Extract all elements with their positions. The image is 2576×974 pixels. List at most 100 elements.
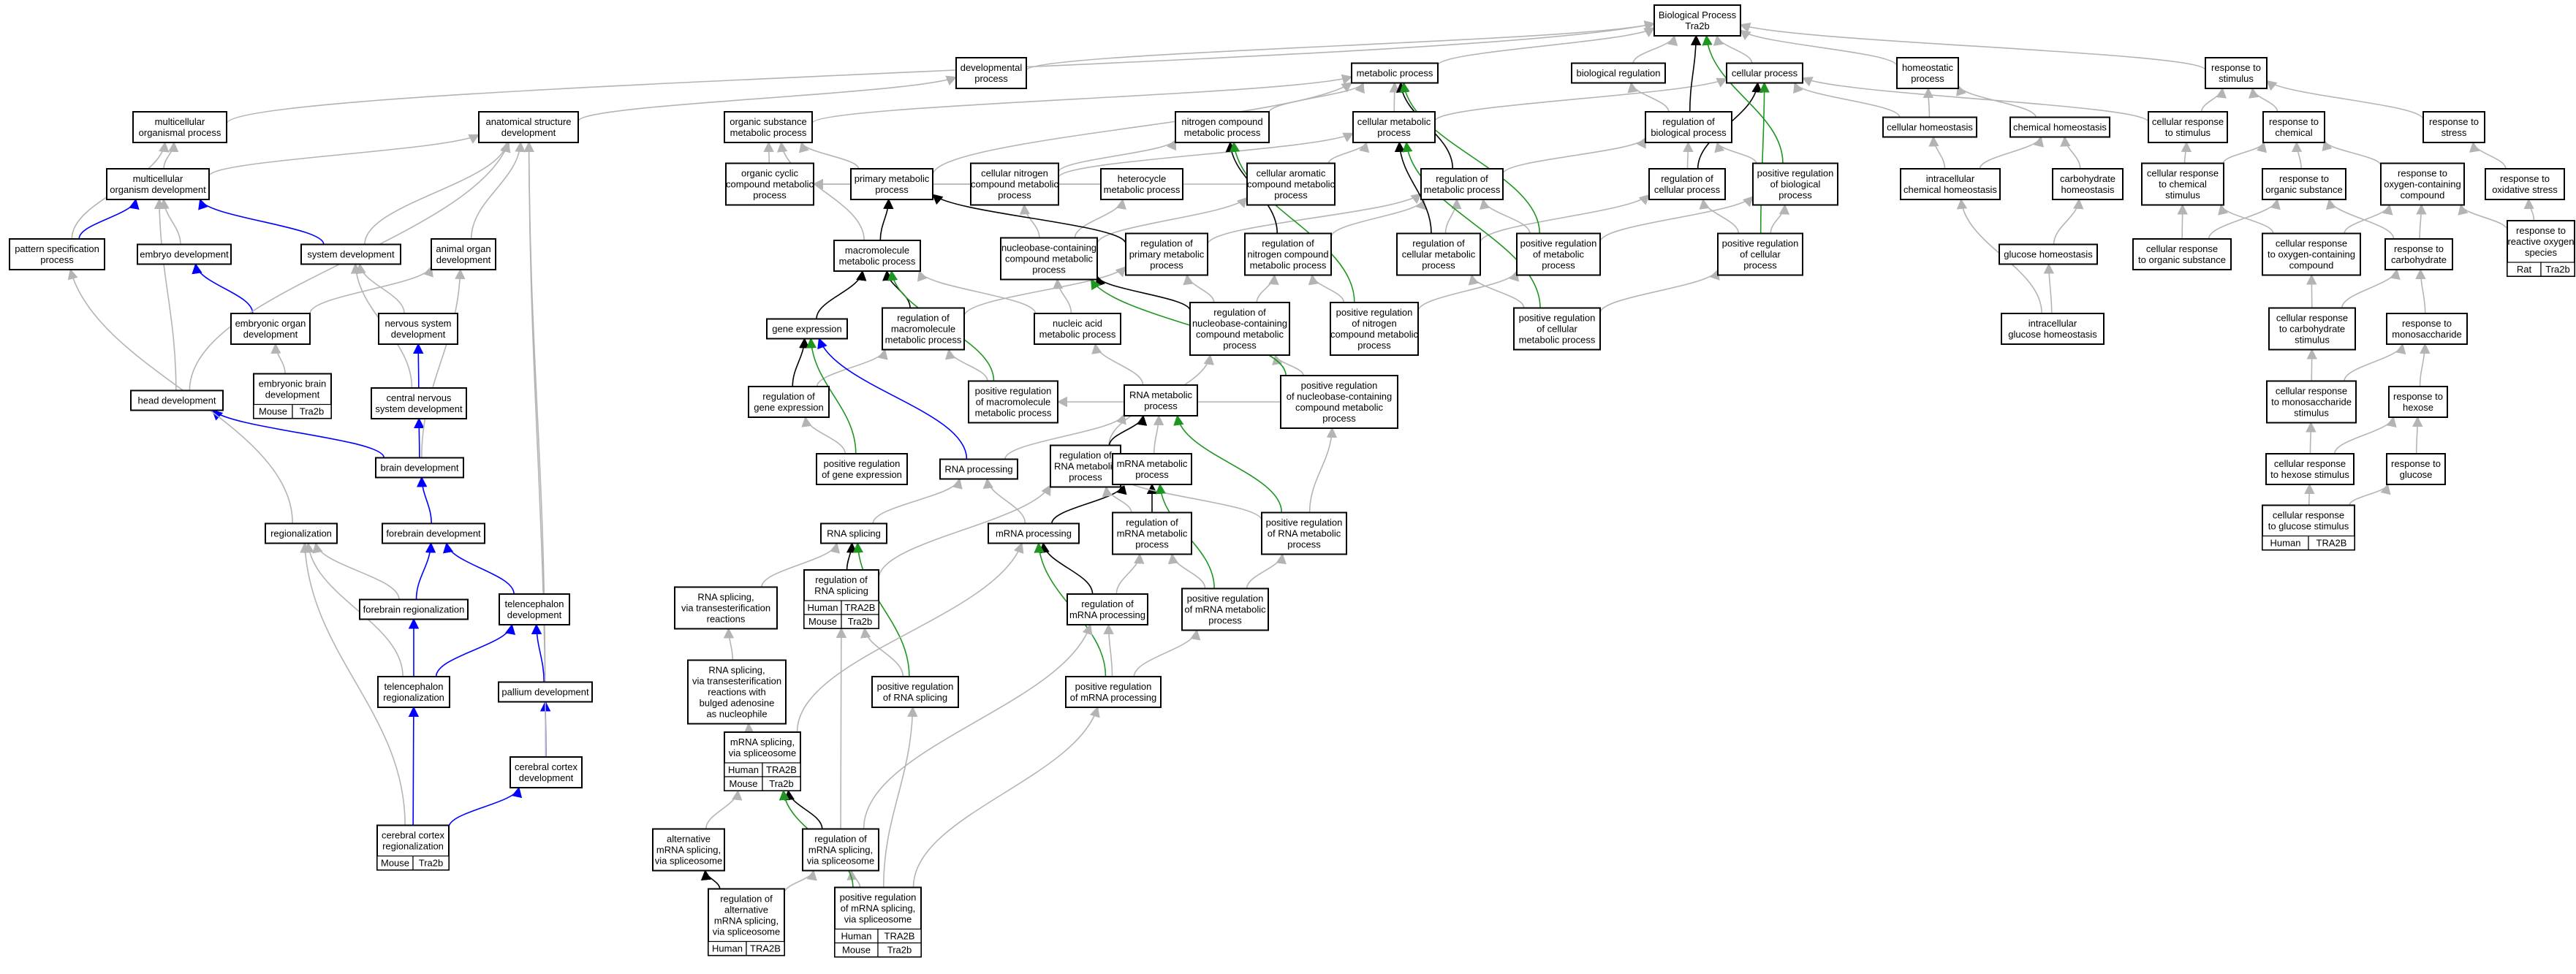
- go-term-chemhomeo[interactable]: chemical homeostasis: [2009, 116, 2110, 138]
- go-term-rnasplicebulged[interactable]: RNA splicing,via transesterificationreac…: [687, 659, 787, 725]
- go-term-regnuc[interactable]: regulation ofnucleobase-containingcompou…: [1189, 302, 1290, 356]
- go-term-glucosehomeo[interactable]: glucose homeostasis: [1999, 243, 2098, 265]
- go-term-rnaproc[interactable]: RNA processing: [939, 458, 1018, 480]
- go-term-sysdev[interactable]: system development: [300, 243, 401, 265]
- go-term-cellproc[interactable]: cellular process: [1726, 62, 1803, 84]
- go-term-bioreg[interactable]: biological regulation: [1571, 62, 1666, 84]
- go-term-mrnaproc[interactable]: mRNA processing: [988, 522, 1080, 544]
- go-term-rnasplicing[interactable]: RNA splicing: [820, 522, 887, 544]
- go-term-cellhomeo[interactable]: cellular homeostasis: [1882, 116, 1977, 138]
- go-term-headdev[interactable]: head development: [130, 389, 224, 411]
- go-term-metproc[interactable]: metabolic process: [1351, 62, 1439, 84]
- go-term-rnasplicetrans[interactable]: RNA splicing,via transesterificationreac…: [674, 586, 778, 630]
- go-term-palliumdev[interactable]: pallium development: [498, 681, 593, 703]
- go-term-forebrainreg[interactable]: forebrain regionalization: [359, 598, 469, 620]
- go-term-regionalization[interactable]: regionalization: [265, 522, 338, 544]
- go-term-geneexpr[interactable]: gene expression: [766, 318, 848, 340]
- go-term-forebraindev[interactable]: forebrain development: [382, 522, 485, 544]
- go-term-braindev[interactable]: brain development: [375, 457, 464, 479]
- go-term-embryodev[interactable]: embryo development: [137, 243, 232, 265]
